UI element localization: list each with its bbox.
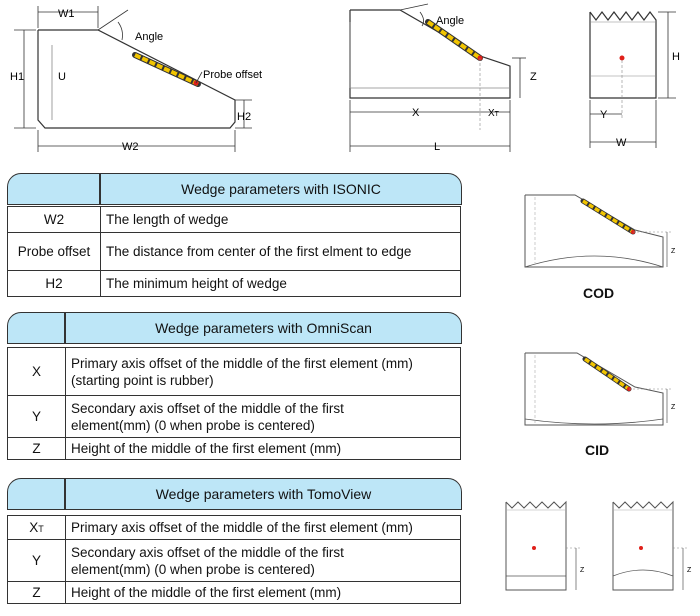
isonic-table-header-key: [7, 173, 100, 205]
tomoview-table-title: Wedge parameters with TomoView: [65, 478, 462, 510]
wedge-end-view-diagram: H Y W: [589, 11, 680, 149]
tomoview-table-header-key: [7, 478, 65, 510]
tomoview-key: XT: [7, 515, 66, 540]
z-label: Z: [671, 404, 676, 411]
angle-label: Angle: [135, 31, 163, 43]
wedge-offset-diagram: Angle Z X XT L: [349, 3, 537, 153]
isonic-key: H2: [7, 270, 101, 297]
end-view-curved-diagram: Z: [612, 500, 692, 591]
y-label: Y: [600, 109, 608, 121]
z-label: Z: [687, 567, 692, 574]
desc-line: (starting point is rubber): [71, 372, 214, 388]
table-row: Probe offset The distance from center of…: [7, 232, 461, 271]
tomoview-table: XT Primary axis offset of the middle of …: [7, 515, 461, 604]
desc-line: element(mm) (0 when probe is centered): [71, 561, 315, 577]
cid-caption: CID: [585, 442, 610, 458]
angle-arc: [419, 11, 424, 27]
h2-label: H2: [237, 111, 251, 123]
angle-label: Angle: [436, 15, 464, 27]
u-label: U: [58, 71, 66, 83]
omniscan-table-title: Wedge parameters with OmniScan: [65, 312, 462, 344]
table-row: H2 The minimum height of wedge: [7, 270, 461, 297]
end-view-flat-diagram: Z: [505, 500, 585, 591]
angle-arc: [117, 21, 123, 41]
end-view-outline: [505, 500, 567, 591]
wedge-dimension-diagram: W1 H1 U Angle Probe offset H2 W2: [10, 6, 262, 153]
wedge-outline: [37, 29, 236, 129]
omniscan-key: Y: [7, 395, 66, 438]
w-label: W: [616, 137, 627, 149]
isonic-table-title: Wedge parameters with ISONIC: [100, 173, 462, 205]
omniscan-key: X: [7, 347, 66, 396]
desc-line: element(mm) (0 when probe is centered): [71, 417, 315, 433]
tomoview-desc: Primary axis offset of the middle of the…: [65, 515, 461, 540]
wedge-end-outline: [589, 11, 657, 99]
probe-offset-label: Probe offset: [203, 69, 262, 81]
table-row: X Primary axis offset of the middle of t…: [7, 347, 461, 396]
table-row: W2 The length of wedge: [7, 206, 461, 233]
isonic-table: W2 The length of wedge Probe offset The …: [7, 206, 461, 297]
z-label: Z: [530, 71, 537, 83]
isonic-desc: The distance from center of the first el…: [100, 232, 461, 271]
tomoview-key: Y: [7, 539, 66, 582]
probe-center-dot: [619, 55, 625, 61]
table-row: Y Secondary axis offset of the middle of…: [7, 395, 461, 438]
l-label: L: [434, 141, 440, 153]
end-view-outline: [612, 500, 674, 591]
w2-label: W2: [122, 141, 139, 153]
omniscan-table: X Primary axis offset of the middle of t…: [7, 347, 461, 460]
probe-center-dot: [639, 546, 643, 550]
h-label: H: [672, 51, 680, 63]
desc-line: Secondary axis offset of the middle of t…: [71, 400, 344, 416]
isonic-key: W2: [7, 206, 101, 233]
tomoview-key: Z: [7, 581, 66, 604]
w1-label: W1: [58, 8, 75, 20]
omniscan-table-header-key: [7, 312, 65, 344]
table-row: Z Height of the middle of the first elem…: [7, 581, 461, 604]
desc-line: Primary axis offset of the middle of the…: [71, 520, 413, 535]
desc-line: Primary axis offset of the middle of the…: [71, 355, 413, 371]
table-row: XT Primary axis offset of the middle of …: [7, 515, 461, 540]
omniscan-desc: Primary axis offset of the middle of the…: [65, 347, 461, 396]
cod-wedge-diagram: Z: [524, 194, 676, 268]
tomoview-desc: Secondary axis offset of the middle of t…: [65, 539, 461, 582]
table-row: Y Secondary axis offset of the middle of…: [7, 539, 461, 582]
xt-key-sub: T: [38, 524, 44, 534]
omniscan-key: Z: [7, 437, 66, 460]
xt-key-main: X: [29, 520, 39, 535]
omniscan-desc: Height of the middle of the first elemen…: [65, 437, 461, 460]
table-row: Z Height of the middle of the first elem…: [7, 437, 461, 460]
omniscan-desc: Secondary axis offset of the middle of t…: [65, 395, 461, 438]
xt-label: XT: [488, 108, 500, 119]
isonic-desc: The length of wedge: [100, 206, 461, 233]
cid-wedge-outline: [524, 352, 664, 426]
desc-line: Secondary axis offset of the middle of t…: [71, 544, 344, 560]
desc-line: Height of the middle of the first elemen…: [71, 441, 342, 456]
tomoview-desc: Height of the middle of the first elemen…: [65, 581, 461, 604]
isonic-key: Probe offset: [7, 232, 101, 271]
z-label: Z: [580, 567, 585, 574]
probe-center-dot: [532, 546, 536, 550]
x-label: X: [412, 107, 420, 119]
desc-line: Height of the middle of the first elemen…: [71, 585, 342, 600]
isonic-desc: The minimum height of wedge: [100, 270, 461, 297]
cid-wedge-diagram: Z: [524, 352, 676, 426]
cod-caption: COD: [583, 285, 615, 301]
h1-label: H1: [10, 71, 24, 83]
z-label: Z: [671, 248, 676, 255]
